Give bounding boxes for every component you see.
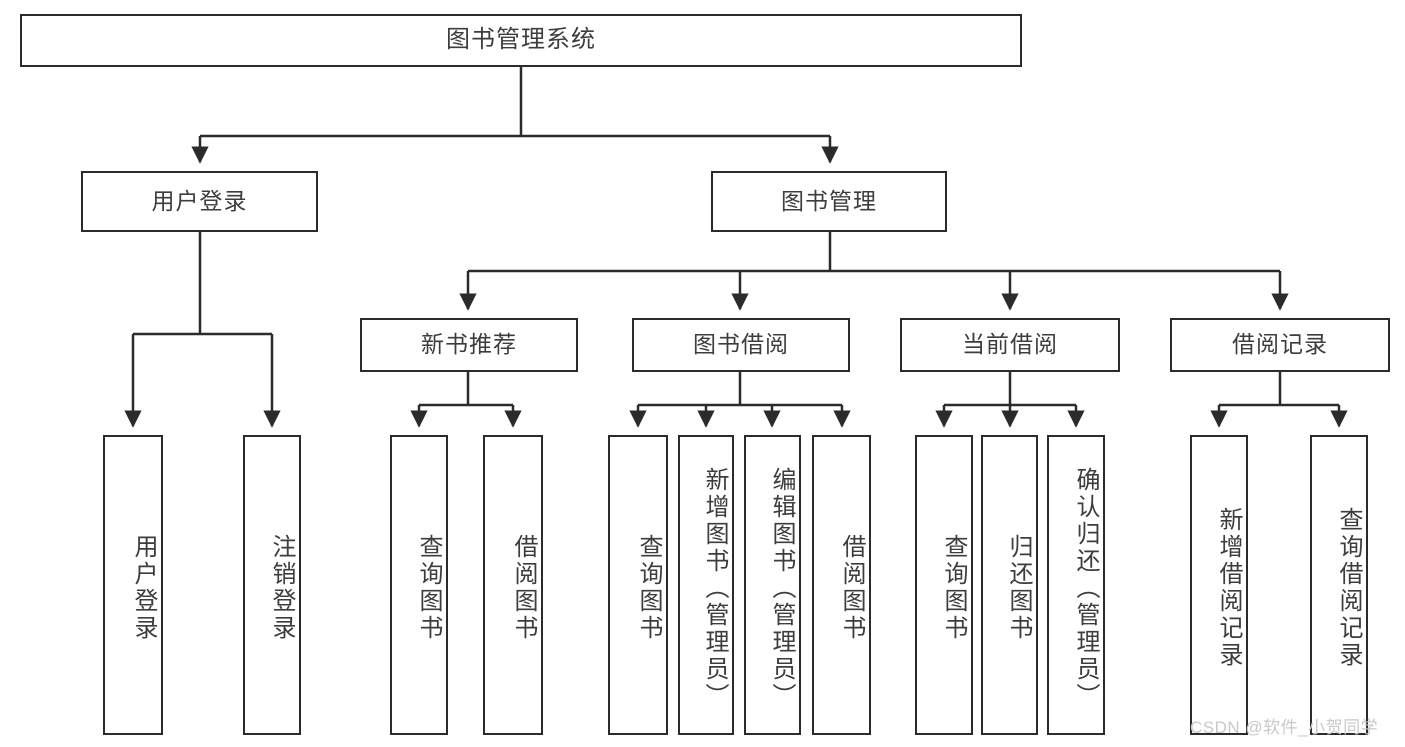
leaf-add-book-admin[interactable]: 新增图书（管理员） [678, 435, 734, 735]
leaf-borrow-book-new[interactable]: 借阅图书 [483, 435, 543, 735]
node-root[interactable]: 图书管理系统 [20, 14, 1022, 67]
node-book-management[interactable]: 图书管理 [711, 171, 947, 232]
leaf-confirm-return-admin[interactable]: 确认归还（管理员） [1047, 435, 1105, 735]
node-user-login[interactable]: 用户登录 [81, 171, 318, 232]
node-current-borrow[interactable]: 当前借阅 [900, 318, 1120, 372]
leaf-search-borrow-record[interactable]: 查询借阅记录 [1310, 435, 1368, 735]
leaf-search-book-borrow[interactable]: 查询图书 [608, 435, 668, 735]
leaf-edit-book-admin[interactable]: 编辑图书（管理员） [744, 435, 801, 735]
leaf-search-book-current[interactable]: 查询图书 [915, 435, 973, 735]
leaf-logout[interactable]: 注销登录 [243, 435, 301, 735]
leaf-user-login[interactable]: 用户登录 [103, 435, 163, 735]
csdn-watermark: CSDN @软件_小贺同学 [1190, 718, 1379, 737]
leaf-search-book-new[interactable]: 查询图书 [390, 435, 448, 735]
node-borrow-records[interactable]: 借阅记录 [1170, 318, 1390, 372]
leaf-add-borrow-record[interactable]: 新增借阅记录 [1190, 435, 1248, 735]
node-book-borrow[interactable]: 图书借阅 [632, 318, 850, 372]
node-new-book-recommend[interactable]: 新书推荐 [360, 318, 578, 372]
leaf-return-book[interactable]: 归还图书 [981, 435, 1038, 735]
leaf-borrow-book[interactable]: 借阅图书 [812, 435, 871, 735]
